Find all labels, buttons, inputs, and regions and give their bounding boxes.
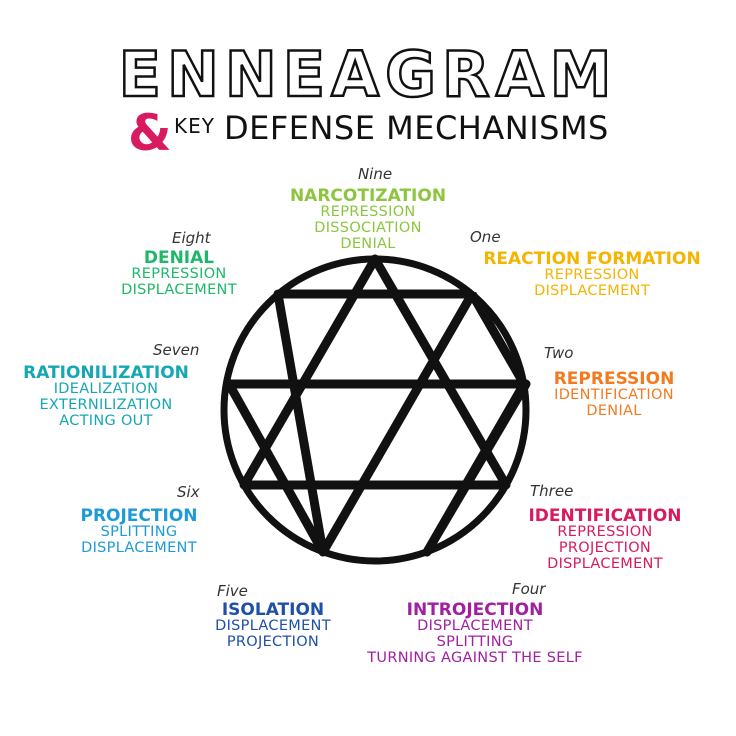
type-block-nine: NARCOTIZATION REPRESSION DISSOCIATION DE… — [260, 187, 476, 252]
type-number-nine: Nine — [357, 165, 393, 183]
title-enneagram: ENNEAGRAM — [117, 38, 618, 111]
type-item: PROJECTION — [558, 540, 652, 557]
type-head-three: IDENTIFICATION — [528, 506, 682, 526]
type-item: REPRESSION — [544, 267, 640, 284]
type-item: DENIAL — [586, 403, 642, 420]
type-item: ACTING OUT — [59, 412, 153, 429]
type-head-seven: RATIONILIZATION — [23, 363, 189, 383]
type-block-five: ISOLATION DISPLACEMENT PROJECTION — [198, 601, 348, 651]
type-head-eight: DENIAL — [143, 248, 215, 268]
type-item: SPLITTING — [436, 634, 514, 651]
type-item: REPRESSION — [557, 524, 653, 541]
type-item: SPLITTING — [100, 524, 178, 541]
type-number-six: Six — [177, 483, 200, 501]
type-item: DISSOCIATION — [314, 220, 422, 237]
type-item: DISPLACEMENT — [81, 540, 197, 557]
type-item: DISPLACEMENT — [547, 555, 663, 572]
type-number-five: Five — [217, 582, 248, 600]
type-number-three: Three — [530, 482, 574, 500]
type-item: EXTERNILIZATION — [39, 397, 173, 414]
type-block-two: REPRESSION IDENTIFICATION DENIAL — [536, 370, 692, 420]
type-head-five: ISOLATION — [221, 600, 325, 620]
type-head-nine: NARCOTIZATION — [289, 186, 447, 206]
type-number-two: Two — [544, 344, 574, 362]
type-item: PROJECTION — [226, 634, 320, 651]
type-item: REPRESSION — [320, 204, 416, 221]
enneagram-triangle — [239, 254, 511, 490]
type-block-four: INTROJECTION DISPLACEMENT SPLITTING TURN… — [346, 601, 604, 666]
title-defense-mechanisms: DEFENSE MECHANISMS — [224, 109, 609, 147]
type-head-two: REPRESSION — [553, 369, 675, 389]
type-item: TURNING AGAINST THE SELF — [367, 649, 583, 666]
type-number-eight: Eight — [172, 229, 211, 247]
type-head-six: PROJECTION — [80, 506, 198, 526]
type-item: DISPLACEMENT — [417, 618, 533, 635]
type-item: REPRESSION — [131, 266, 227, 283]
type-item: IDEALIZATION — [53, 381, 159, 398]
type-number-seven: Seven — [153, 341, 200, 359]
title-key: KEY — [174, 114, 215, 138]
type-block-three: IDENTIFICATION REPRESSION PROJECTION DIS… — [510, 507, 700, 572]
type-number-four: Four — [512, 580, 546, 598]
enneagram-hexad-close — [273, 289, 472, 553]
type-number-one: One — [470, 228, 501, 246]
type-item: DISPLACEMENT — [534, 283, 650, 300]
type-block-one: REACTION FORMATION REPRESSION DISPLACEME… — [464, 250, 720, 300]
type-block-seven: RATIONILIZATION IDEALIZATION EXTERNILIZA… — [6, 364, 206, 429]
type-block-eight: DENIAL REPRESSION DISPLACEMENT — [104, 249, 254, 299]
type-item: DISPLACEMENT — [215, 618, 331, 635]
ampersand-logo: & — [128, 104, 172, 162]
type-item: IDENTIFICATION — [554, 387, 674, 404]
type-head-four: INTROJECTION — [406, 600, 544, 620]
type-head-one: REACTION FORMATION — [483, 249, 701, 269]
type-block-six: PROJECTION SPLITTING DISPLACEMENT — [64, 507, 214, 557]
type-item: DENIAL — [340, 235, 396, 252]
type-item: DISPLACEMENT — [121, 282, 237, 299]
